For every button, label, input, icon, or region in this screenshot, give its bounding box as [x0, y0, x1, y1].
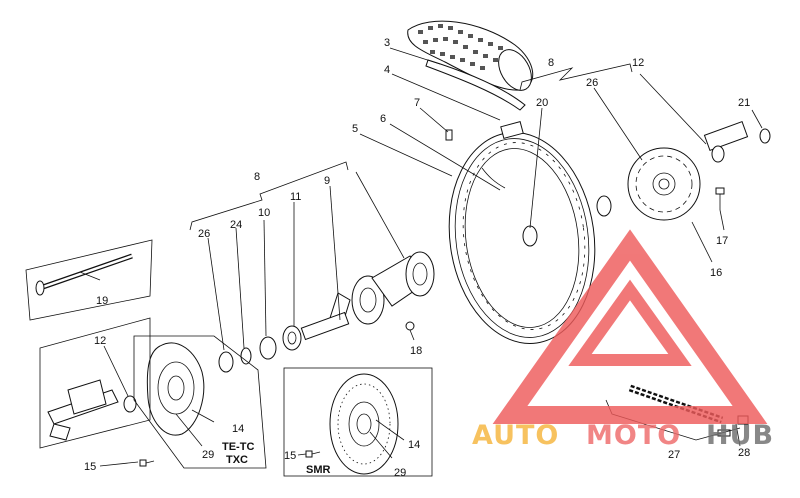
callout-10: 10 — [258, 207, 270, 219]
hub-part — [300, 251, 435, 341]
callout-26-left: 26 — [198, 228, 210, 240]
bracket-8-top — [519, 63, 633, 91]
callout-7: 7 — [414, 97, 420, 109]
variant-label-te-tc: TE-TC — [222, 441, 254, 453]
callout-24: 24 — [230, 219, 242, 231]
sprocket-part — [627, 147, 701, 221]
right-chain-adjuster — [703, 121, 771, 163]
callout-18: 18 — [410, 345, 422, 357]
disc-screw-left — [139, 459, 155, 467]
bracket-12-left — [39, 317, 151, 449]
callout-11: 11 — [290, 191, 301, 203]
callout-12-top: 12 — [632, 57, 644, 69]
left-chain-adjuster — [47, 379, 137, 441]
automotohub-watermark: AUTO MOTO HUB — [472, 229, 774, 451]
left-bearing-stack — [218, 325, 302, 373]
callout-8-top: 8 — [548, 57, 554, 69]
brake-disc-right — [329, 373, 399, 475]
watermark-word-moto: MOTO — [586, 420, 681, 451]
callout-12-left: 12 — [94, 335, 106, 347]
disc-screw-right — [305, 450, 321, 458]
callout-9: 9 — [324, 175, 330, 187]
callout-15-right: 15 — [284, 450, 296, 462]
callout-17: 17 — [716, 235, 728, 247]
callout-4: 4 — [384, 64, 390, 76]
callout-21: 21 — [738, 97, 750, 109]
callout-27: 27 — [668, 449, 680, 461]
callout-15-left: 15 — [84, 461, 96, 473]
watermark-word-hub: HUB — [706, 420, 774, 451]
callout-29-left: 29 — [202, 449, 214, 461]
watermark-word-auto: AUTO — [472, 420, 559, 451]
callout-20: 20 — [536, 97, 548, 109]
rim-lock-part — [445, 121, 524, 141]
watermark-logo-icon — [492, 229, 768, 424]
tire-part — [407, 20, 534, 91]
callout-29-right: 29 — [394, 467, 406, 479]
bracket-8-left — [189, 161, 349, 231]
callout-26-top: 26 — [586, 77, 598, 89]
callout-19: 19 — [96, 295, 108, 307]
variant-label-smr: SMR — [306, 464, 331, 476]
callout-16: 16 — [710, 267, 722, 279]
callout-3: 3 — [384, 37, 390, 49]
leader-lines — [79, 47, 763, 467]
axle-part — [35, 253, 133, 296]
callout-8-left: 8 — [254, 171, 260, 183]
variant-label-txc: TXC — [226, 454, 248, 466]
callout-14-left: 14 — [232, 423, 244, 435]
hub-nut-part — [405, 321, 415, 331]
callout-28: 28 — [738, 447, 750, 459]
brake-disc-left — [146, 342, 205, 436]
variant-box-right — [283, 367, 433, 477]
callout-5: 5 — [352, 123, 358, 135]
valve-part — [481, 167, 506, 189]
sprocket-bolt-part — [715, 187, 725, 210]
variant-box-left — [133, 335, 267, 469]
callout-14-right: 14 — [408, 439, 420, 451]
bracket-19 — [25, 239, 153, 321]
rim-band-part — [425, 59, 526, 111]
callout-6: 6 — [380, 113, 386, 125]
